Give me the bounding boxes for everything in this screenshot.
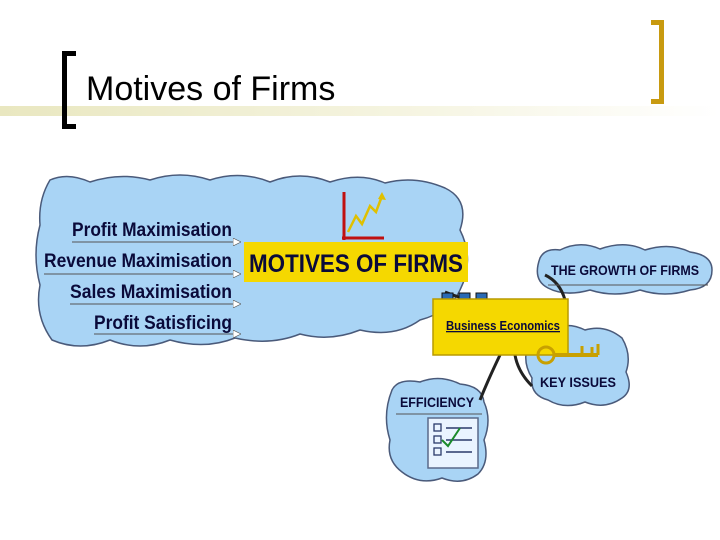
- slide-title: Motives of Firms: [86, 70, 336, 108]
- checklist-icon: [427, 417, 479, 469]
- growth-cloud: [536, 244, 713, 295]
- central-topic-label: MOTIVES OF FIRMS: [249, 250, 463, 278]
- motive-revenue-maximisation: Revenue Maximisation: [44, 251, 232, 272]
- motive-profit-maximisation: Profit Maximisation: [72, 220, 232, 241]
- key-issues-label: KEY ISSUES: [540, 374, 616, 390]
- efficiency-label: EFFICIENCY: [400, 394, 475, 410]
- growth-of-firms-label: THE GROWTH OF FIRMS: [551, 262, 699, 278]
- key-icon: [536, 344, 600, 365]
- motive-sales-maximisation: Sales Maximisation: [70, 282, 232, 303]
- title-underline-bar: [0, 106, 720, 116]
- connector-hub-efficiency: [478, 354, 502, 401]
- hub-label: Business Economics: [446, 318, 560, 333]
- motive-profit-satisficing: Profit Satisficing: [94, 313, 232, 334]
- growth-chart-icon: [342, 192, 386, 240]
- central-topic-box: [244, 242, 468, 282]
- right-bracket-decoration: [651, 20, 664, 104]
- connector-hub-keyissues: [513, 354, 534, 388]
- left-bracket-decoration: [62, 51, 76, 129]
